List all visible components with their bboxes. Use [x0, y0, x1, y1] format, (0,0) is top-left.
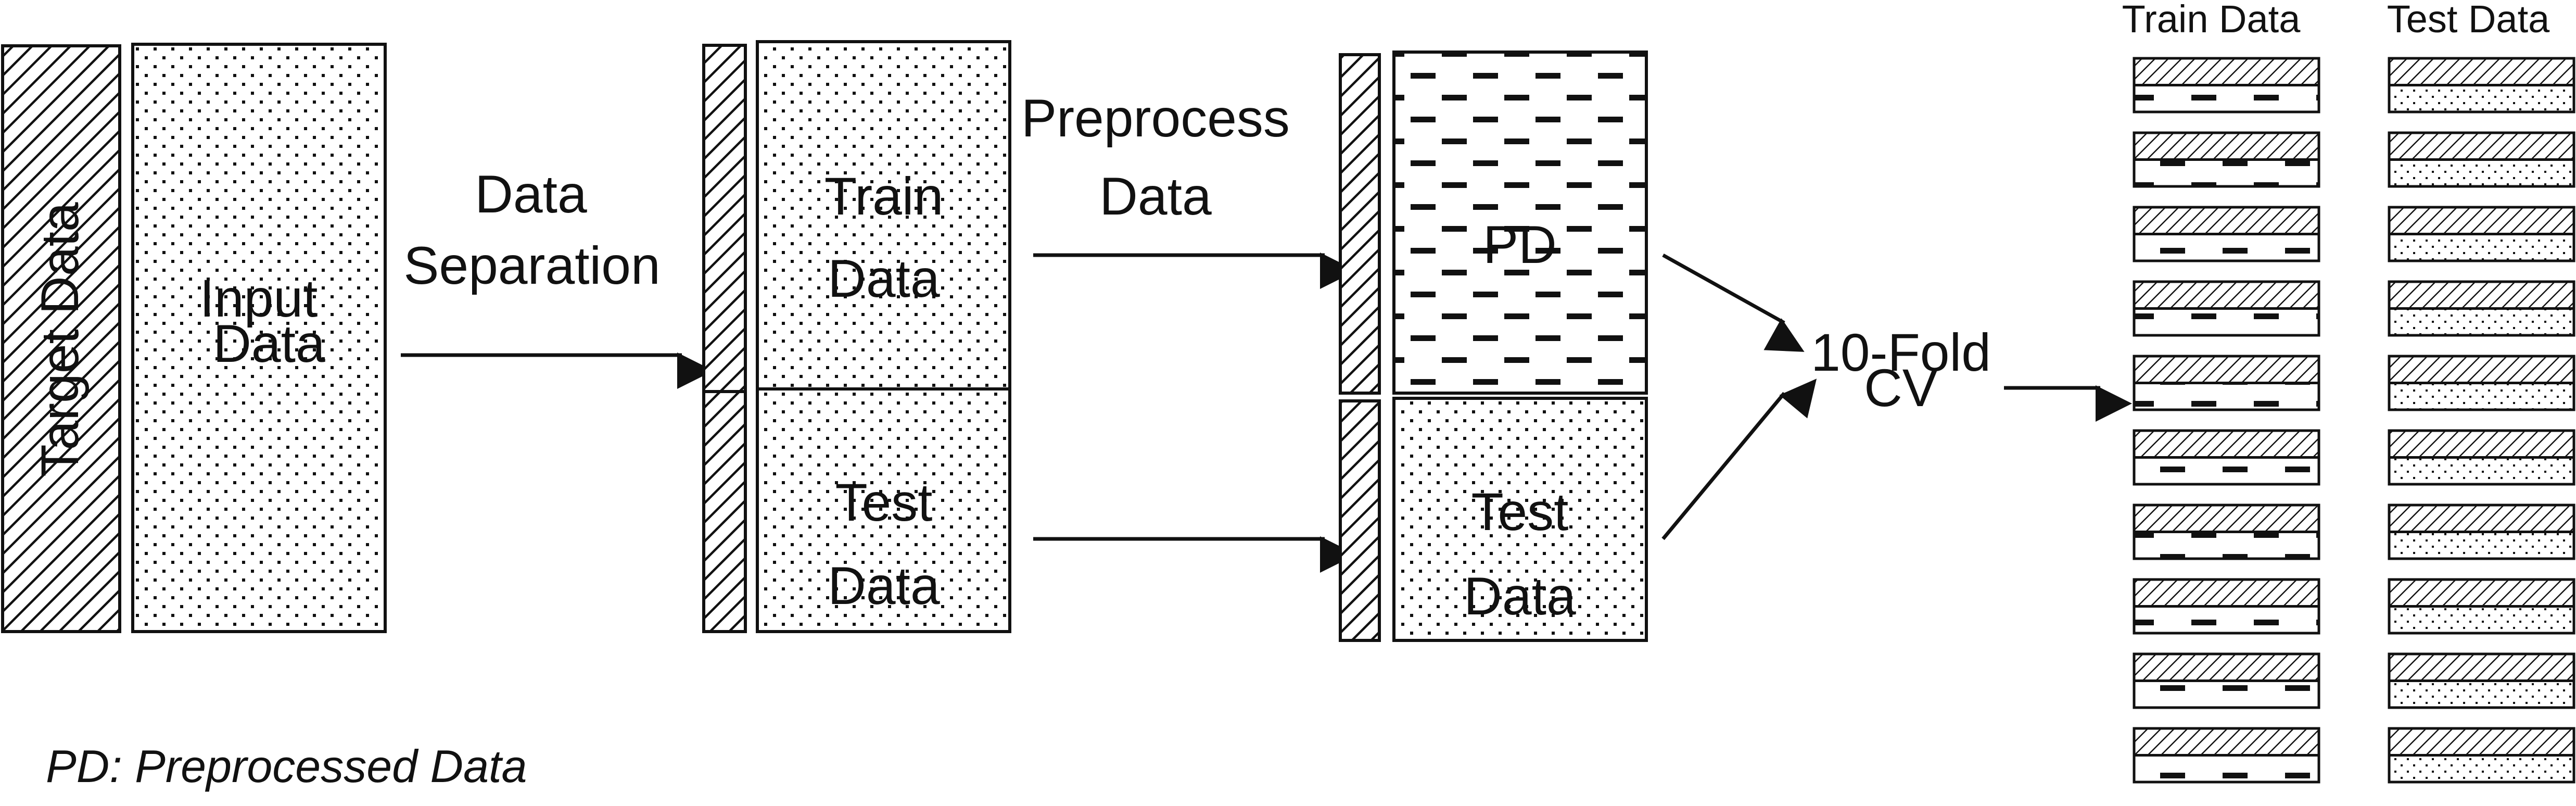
fold-train-box: [2133, 206, 2320, 262]
split-train-label-line1: Train: [824, 167, 944, 226]
input-data-label-line1: Input: [200, 269, 318, 328]
fold-train-input-part: [2134, 234, 2319, 261]
fold-test-target-part: [2389, 58, 2574, 85]
fold-train-input-part: [2134, 85, 2319, 112]
fold-train-target-part: [2134, 58, 2319, 85]
test-to-cv-arrow: [1661, 379, 1817, 540]
fold-train-input-part: [2134, 755, 2319, 782]
fold-test-input-part: [2389, 532, 2574, 559]
pd-to-cv-arrow: [1662, 253, 1805, 352]
fold-train-box: [2133, 355, 2320, 411]
fold-train-box: [2133, 727, 2320, 784]
target-data-block: [1, 44, 121, 633]
fold-test-box: [2388, 57, 2575, 114]
fold-train-box: [2133, 280, 2320, 337]
fold-train-target-part: [2134, 133, 2319, 160]
pd-test-block: [1392, 397, 1648, 642]
fold-test-input-part: [2389, 457, 2574, 484]
fold-train-box: [2133, 578, 2320, 635]
input-data-label-line2: Data: [213, 314, 325, 373]
fold-train-box: [2133, 57, 2320, 114]
pd-target-block: [1339, 53, 1381, 395]
fold-test-target-part: [2389, 580, 2574, 607]
split-test-label-line1: Test: [835, 473, 932, 532]
fold-train-target-part: [2134, 728, 2319, 755]
folds-test-header: Test Data: [2387, 0, 2550, 41]
split-test-label-line2: Data: [828, 556, 940, 615]
cv-label-line2: CV: [1864, 358, 1938, 418]
fold-test-box: [2388, 429, 2575, 486]
fold-train-box: [2133, 652, 2320, 709]
fold-test-input-part: [2389, 606, 2574, 633]
data-separation-label-line1: Data: [475, 165, 587, 224]
target-data-label: Target Data: [30, 202, 90, 477]
fold-test-target-part: [2389, 431, 2574, 458]
fold-test-box: [2388, 280, 2575, 337]
preprocess-label-line1: Preprocess: [1021, 89, 1290, 148]
split-train-label-line2: Data: [828, 249, 940, 308]
fold-train-input-part: [2134, 457, 2319, 484]
fold-test-input-part: [2389, 383, 2574, 410]
fold-train-target-part: [2134, 505, 2319, 532]
fold-test-box: [2388, 503, 2575, 560]
fold-train-input-part: [2134, 532, 2319, 559]
folds-group: [2133, 57, 2575, 784]
fold-test-box: [2388, 131, 2575, 188]
fold-train-target-part: [2134, 356, 2319, 383]
pd-test-label-line2: Data: [1464, 566, 1576, 626]
pd-block: [1392, 51, 1648, 395]
pd-test-label-line1: Test: [1471, 482, 1568, 541]
pd-test-target-block: [1339, 399, 1381, 642]
folds-train-header: Train Data: [2122, 0, 2301, 41]
fold-test-target-part: [2389, 505, 2574, 532]
fold-train-box: [2133, 503, 2320, 560]
fold-test-box: [2388, 355, 2575, 411]
fold-train-target-part: [2134, 580, 2319, 607]
data-separation-label-line2: Separation: [403, 236, 660, 295]
split-test-block: [756, 387, 1011, 633]
fold-test-target-part: [2389, 282, 2574, 309]
fold-train-input-part: [2134, 681, 2319, 708]
cv-label-line1: 10-Fold: [1811, 323, 1991, 382]
fold-test-box: [2388, 727, 2575, 784]
fold-test-input-part: [2389, 234, 2574, 261]
legend-text: PD: Preprocessed Data: [46, 740, 527, 792]
pd-label: PD: [1483, 215, 1557, 274]
input-data-block: [131, 43, 387, 633]
fold-train-box: [2133, 131, 2320, 188]
preprocess-label-line2: Data: [1099, 167, 1212, 226]
fold-test-input-part: [2389, 159, 2574, 186]
fold-train-input-part: [2134, 383, 2319, 410]
split-target-train-block: [702, 44, 747, 431]
fold-test-input-part: [2389, 681, 2574, 708]
fold-test-box: [2388, 578, 2575, 635]
fold-test-target-part: [2389, 207, 2574, 234]
fold-test-target-part: [2389, 728, 2574, 755]
fold-test-input-part: [2389, 85, 2574, 112]
fold-train-target-part: [2134, 431, 2319, 458]
fold-train-input-part: [2134, 308, 2319, 335]
fold-train-input-part: [2134, 606, 2319, 633]
fold-test-target-part: [2389, 133, 2574, 160]
split-train-block: [756, 40, 1011, 431]
fold-train-input-part: [2134, 159, 2319, 186]
fold-test-target-part: [2389, 654, 2574, 681]
fold-test-box: [2388, 206, 2575, 262]
fold-train-target-part: [2134, 654, 2319, 681]
fold-train-target-part: [2134, 207, 2319, 234]
fold-test-box: [2388, 652, 2575, 709]
fold-test-target-part: [2389, 356, 2574, 383]
fold-train-target-part: [2134, 282, 2319, 309]
fold-train-box: [2133, 429, 2320, 486]
split-target-test-block: [702, 390, 747, 633]
fold-test-input-part: [2389, 755, 2574, 782]
fold-test-input-part: [2389, 308, 2574, 335]
